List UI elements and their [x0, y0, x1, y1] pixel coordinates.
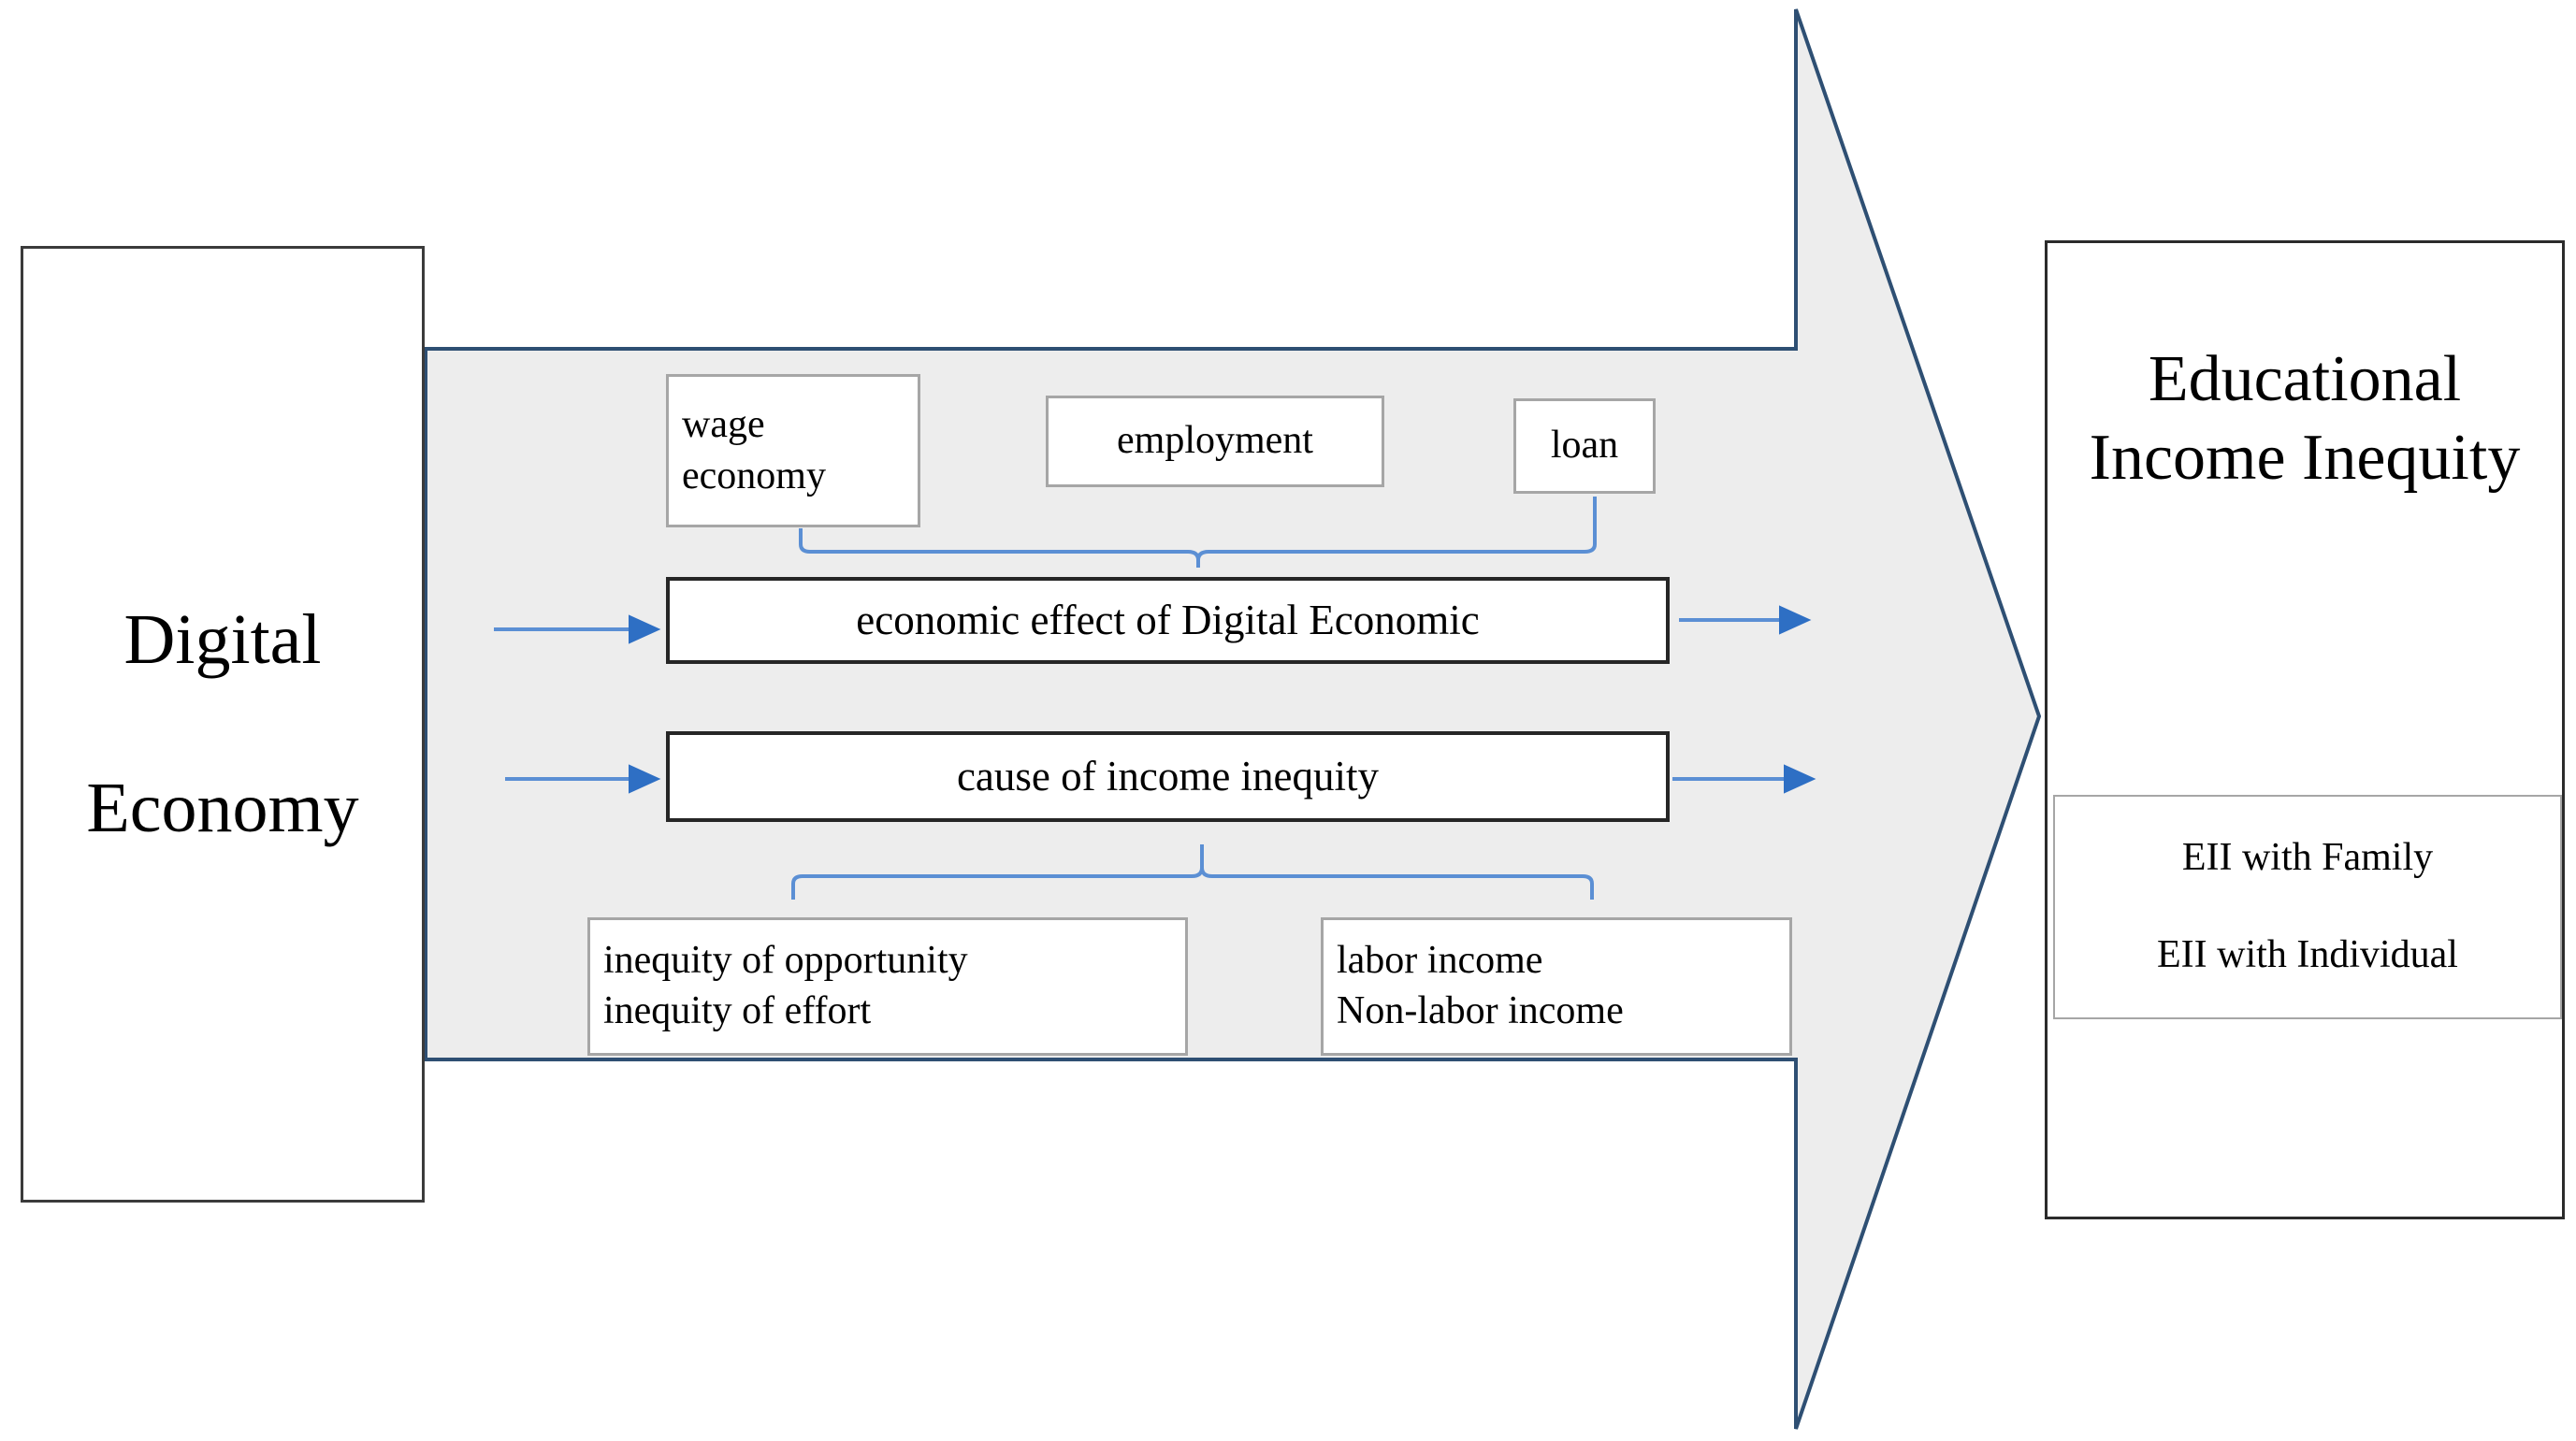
detail-box-inequity[interactable]: inequity of opportunity inequity of effo…: [587, 917, 1188, 1056]
channel-box-wage-economy[interactable]: wage economy: [666, 374, 920, 527]
target-sub-item-family: EII with Family: [2181, 836, 2434, 880]
channel-box-loan[interactable]: loan: [1513, 398, 1656, 494]
detail-label-income: labor income Non-labor income: [1337, 936, 1776, 1037]
channel-label-employment: employment: [1117, 419, 1313, 463]
target-title: Educational Income Inequity: [2089, 343, 2521, 494]
source-label-line2: Economy: [86, 768, 359, 847]
target-sub-item-individual: EII with Individual: [2157, 933, 2458, 977]
detail-box-income[interactable]: labor income Non-labor income: [1321, 917, 1792, 1056]
source-label-line1: Digital: [123, 600, 322, 680]
wage-line1: wage: [682, 403, 765, 447]
mechanism-box-economic-effect[interactable]: economic effect of Digital Economic: [666, 577, 1670, 664]
channel-label-wage-economy: wage economy: [682, 399, 904, 501]
income-line2: Non-labor income: [1337, 989, 1624, 1032]
mechanism-box-cause-of-income-inequity[interactable]: cause of income inequity: [666, 731, 1670, 822]
inequity-line2: inequity of effort: [603, 989, 872, 1032]
source-box-digital-economy[interactable]: Digital Economy: [21, 246, 425, 1203]
channel-label-loan: loan: [1550, 424, 1619, 468]
inequity-line1: inequity of opportunity: [603, 939, 968, 983]
income-line1: labor income: [1337, 939, 1543, 983]
mechanism-label-economic-effect: economic effect of Digital Economic: [856, 596, 1480, 643]
target-subbox[interactable]: EII with Family EII with Individual: [2053, 795, 2562, 1019]
wage-line2: economy: [682, 454, 826, 497]
channel-box-employment[interactable]: employment: [1046, 396, 1384, 487]
mechanism-label-cause-of-income-inequity: cause of income inequity: [956, 752, 1380, 800]
detail-label-inequity: inequity of opportunity inequity of effo…: [603, 936, 1172, 1037]
target-box-educational-income-inequity[interactable]: Educational Income Inequity EII with Fam…: [2045, 240, 2565, 1219]
